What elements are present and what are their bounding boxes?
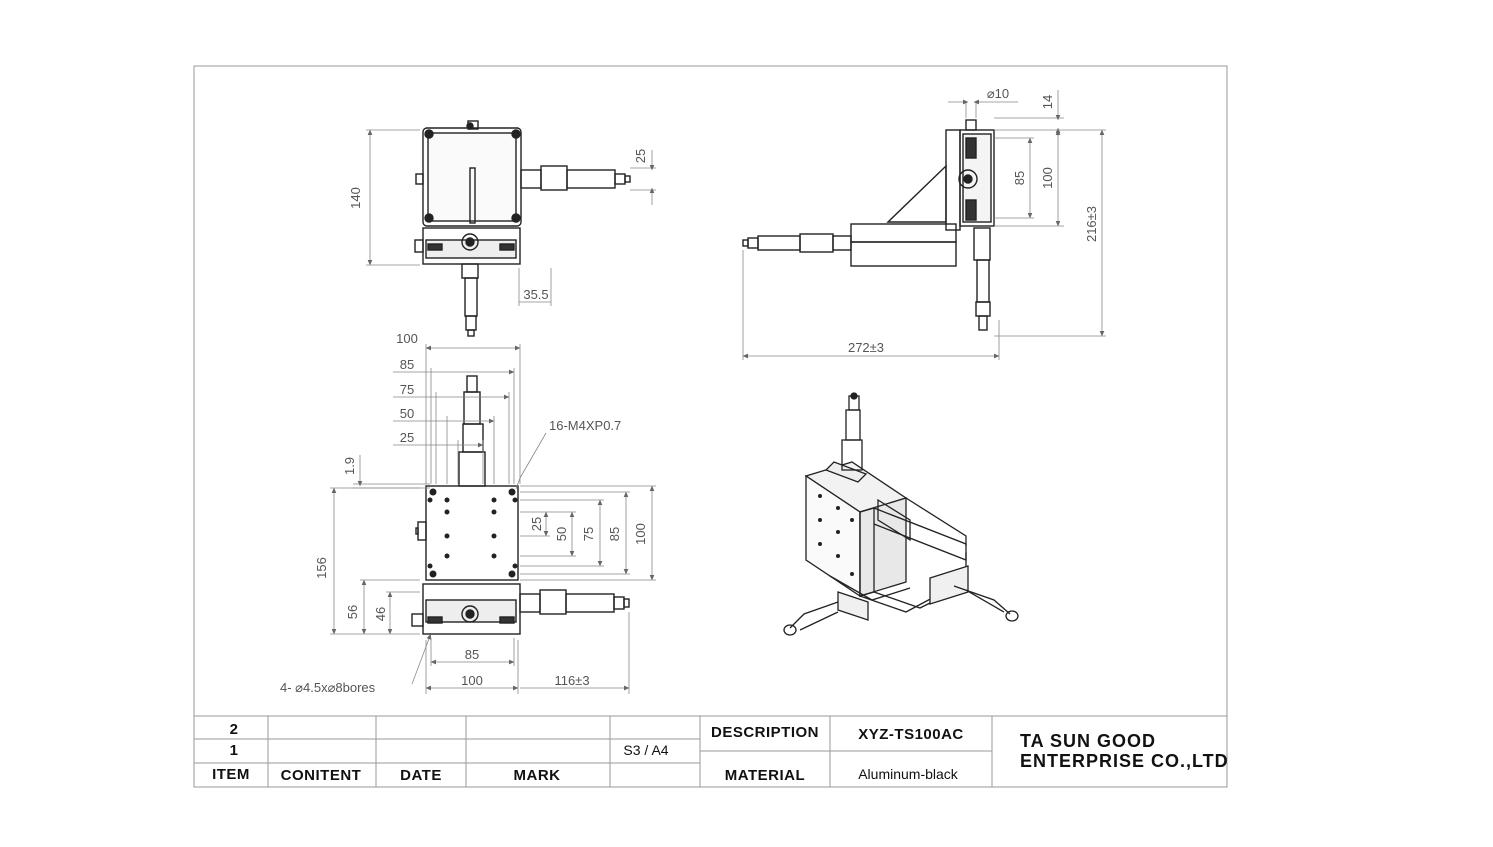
dim-75-front-top: 75 bbox=[400, 382, 414, 397]
header-date: DATE bbox=[400, 767, 442, 784]
row-number-2: 2 bbox=[230, 721, 239, 738]
dim-35-5: 35.5 bbox=[523, 287, 548, 302]
description-value: XYZ-TS100AC bbox=[858, 726, 964, 743]
dim-1-9: 1.9 bbox=[342, 457, 357, 475]
dim-14: 14 bbox=[1040, 95, 1055, 109]
header-item: ITEM bbox=[212, 766, 250, 783]
dim-85-front-top: 85 bbox=[400, 357, 414, 372]
dim-25-top: 25 bbox=[633, 149, 648, 163]
company-name-line2: ENTERPRISE CO.,LTD bbox=[1020, 751, 1229, 771]
front-view bbox=[411, 375, 630, 635]
dim-diameter-10: ⌀10 bbox=[987, 86, 1009, 101]
dim-116: 116±3 bbox=[554, 673, 589, 688]
row-number-1: 1 bbox=[230, 742, 239, 759]
thread-callout: 16-M4XP0.7 bbox=[549, 418, 621, 433]
dim-272: 272±3 bbox=[848, 340, 884, 355]
top-view bbox=[414, 120, 631, 337]
side-view bbox=[742, 119, 995, 331]
dim-140: 140 bbox=[348, 187, 363, 209]
dim-75-front-right: 75 bbox=[581, 527, 596, 541]
side-view-dimensions bbox=[742, 90, 1106, 360]
dim-50-front-right: 50 bbox=[554, 527, 569, 541]
description-label: DESCRIPTION bbox=[711, 724, 819, 741]
dim-46: 46 bbox=[373, 607, 388, 621]
dim-100-front-bottom: 100 bbox=[461, 673, 483, 688]
header-mark: MARK bbox=[514, 767, 561, 784]
top-view-dimensions bbox=[366, 129, 656, 306]
dim-156: 156 bbox=[314, 557, 329, 579]
drawing-frame bbox=[193, 65, 1228, 788]
dim-25-front-right: 25 bbox=[529, 517, 544, 531]
dim-25-front-top: 25 bbox=[400, 430, 414, 445]
dim-100-front-right: 100 bbox=[633, 523, 648, 545]
front-view-dimensions bbox=[330, 344, 656, 694]
title-block bbox=[194, 715, 1227, 787]
dim-85-front-bottom: 85 bbox=[465, 647, 479, 662]
bores-callout: 4- ⌀4.5x⌀8bores bbox=[280, 680, 376, 695]
material-value: Aluminum-black bbox=[858, 766, 959, 782]
dim-100-front-top: 100 bbox=[396, 331, 418, 346]
sheet-size: S3 / A4 bbox=[623, 742, 668, 758]
company-name-line1: TA SUN GOOD bbox=[1020, 731, 1156, 751]
material-label: MATERIAL bbox=[725, 767, 805, 784]
dim-100-side: 100 bbox=[1040, 167, 1055, 189]
dim-85-front-right: 85 bbox=[607, 527, 622, 541]
dim-85-side: 85 bbox=[1012, 171, 1027, 185]
isometric-view bbox=[783, 392, 1019, 636]
dim-216: 216±3 bbox=[1084, 206, 1099, 242]
header-content: CONITENT bbox=[281, 767, 362, 784]
dim-56: 56 bbox=[345, 605, 360, 619]
dim-50-front-top: 50 bbox=[400, 406, 414, 421]
